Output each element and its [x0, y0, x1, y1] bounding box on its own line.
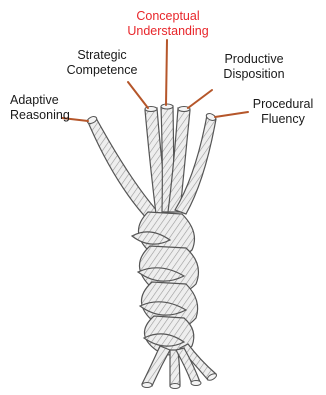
label-conceptual-line1: Conceptual [120, 9, 216, 24]
label-productive-disposition: Productive Disposition [208, 52, 300, 82]
label-strategic-line2: Competence [54, 63, 150, 78]
label-productive-line2: Disposition [208, 67, 300, 82]
label-strategic-line1: Strategic [54, 48, 150, 63]
leader-conceptual [166, 40, 167, 105]
label-adaptive-line1: Adaptive [10, 93, 70, 108]
label-strategic-competence: Strategic Competence [54, 48, 150, 78]
leader-strategic [128, 82, 148, 108]
rope-tails [142, 344, 216, 386]
leader-productive [188, 90, 212, 108]
label-conceptual-understanding: Conceptual Understanding [120, 9, 216, 39]
leader-procedural [215, 112, 248, 117]
label-procedural-fluency: Procedural Fluency [246, 97, 320, 127]
label-adaptive-line2: Reasoning [10, 108, 70, 123]
label-adaptive-reasoning: Adaptive Reasoning [10, 93, 70, 123]
rope-strands [88, 106, 216, 222]
label-procedural-line2: Fluency [246, 112, 320, 127]
braid-body [132, 212, 198, 355]
label-procedural-line1: Procedural [246, 97, 320, 112]
label-productive-line1: Productive [208, 52, 300, 67]
label-conceptual-line2: Understanding [120, 24, 216, 39]
